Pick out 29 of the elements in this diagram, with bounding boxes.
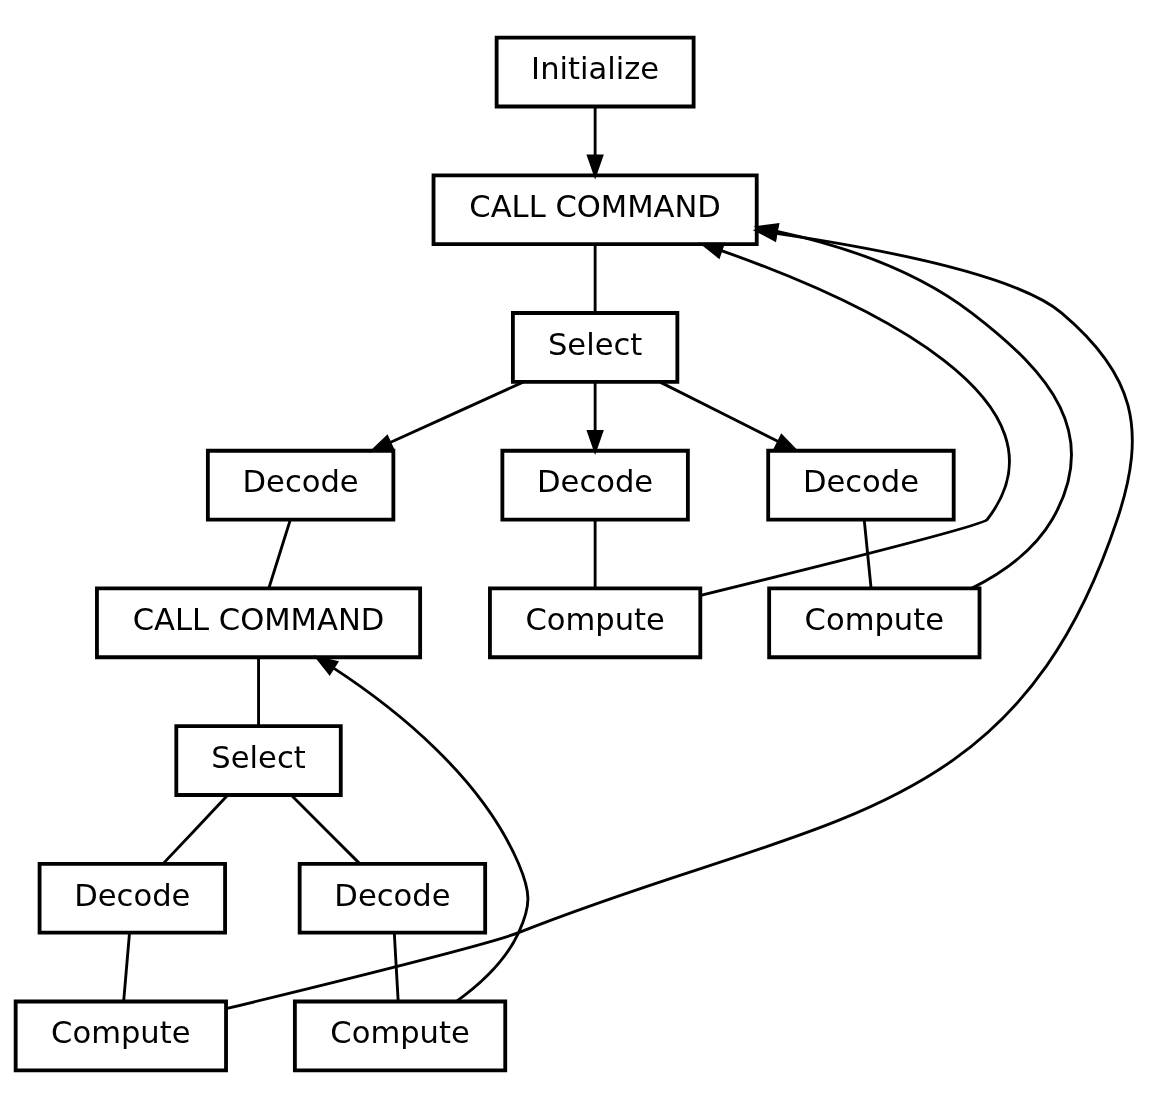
connector	[267, 519, 292, 589]
arrow	[313, 655, 530, 1003]
connector	[593, 244, 597, 313]
node-box: CALL COMMAND	[95, 586, 423, 660]
arrow	[659, 380, 800, 453]
node-box: CALL COMMAND	[431, 173, 759, 247]
connector	[162, 794, 229, 865]
node-box: Compute	[292, 999, 508, 1073]
node-box: Decode	[37, 861, 227, 935]
node-box: Compute	[13, 999, 228, 1073]
node-box: Select	[174, 724, 343, 797]
node-box: Initialize	[494, 35, 696, 109]
arrow	[368, 380, 524, 453]
connector	[290, 794, 361, 865]
node-box: Decode	[205, 448, 396, 522]
node-box: Compute	[488, 586, 703, 660]
node-box: Select	[510, 311, 680, 384]
arrow	[698, 242, 1011, 597]
connector	[257, 657, 260, 726]
node-box: Compute	[767, 586, 982, 660]
arrow	[586, 382, 604, 455]
connector	[862, 520, 873, 589]
arrow	[586, 107, 604, 180]
connector	[122, 933, 131, 1002]
node-box: Decode	[500, 448, 690, 522]
node-box: Decode	[297, 861, 488, 935]
connector	[593, 520, 597, 589]
node-box: Decode	[766, 448, 956, 522]
connector	[392, 933, 400, 1002]
